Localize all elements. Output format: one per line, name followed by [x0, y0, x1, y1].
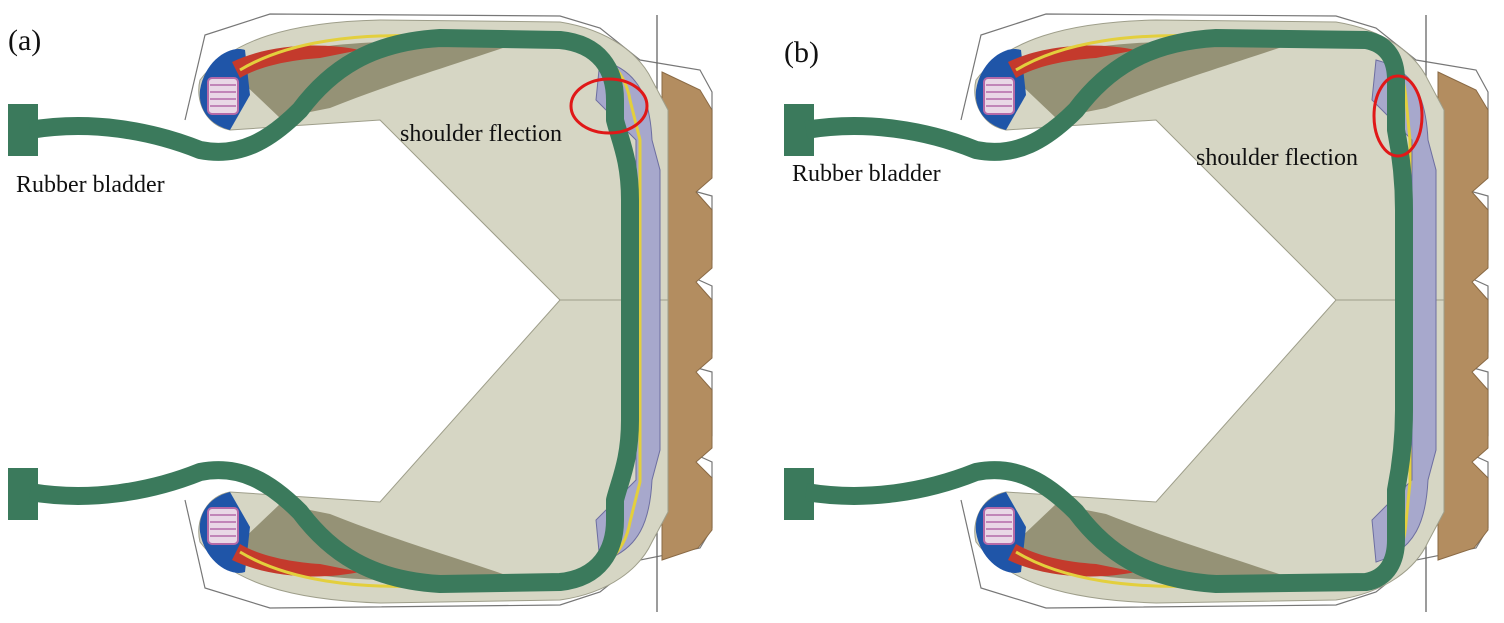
- panel-a: (a) Rubber bladder shoulder flection: [8, 13, 713, 612]
- bead-red-upper: [232, 45, 360, 78]
- bead-red-lower: [232, 544, 360, 577]
- tread-band: [661, 71, 713, 561]
- bead-core-lower: [207, 507, 239, 545]
- panel-tag: (a): [8, 24, 42, 57]
- bead-core-upper: [207, 77, 239, 115]
- bead-core-lower: [983, 507, 1015, 545]
- rubber-bladder: [28, 29, 639, 593]
- panel-b: (b) Rubber bladder shoulder flection: [776, 0, 1504, 623]
- rubber-bladder: [804, 29, 1413, 593]
- flection-label: shoulder flection: [400, 121, 562, 147]
- bladder-label: Rubber bladder: [16, 172, 165, 198]
- flection-label: shoulder flection: [1196, 145, 1358, 171]
- tire-cross-section-a: [8, 13, 713, 612]
- bead-core-upper: [983, 77, 1015, 115]
- tire-cross-section-b: [784, 13, 1489, 612]
- bladder-label: Rubber bladder: [792, 161, 941, 187]
- bead-red-upper: [1008, 45, 1136, 78]
- red-ellipse-highlight: [569, 77, 649, 135]
- panel-tag: (b): [784, 36, 819, 69]
- bead-red-lower: [1008, 544, 1136, 577]
- tread-band: [1437, 71, 1489, 561]
- red-ellipse-highlight: [1372, 74, 1424, 158]
